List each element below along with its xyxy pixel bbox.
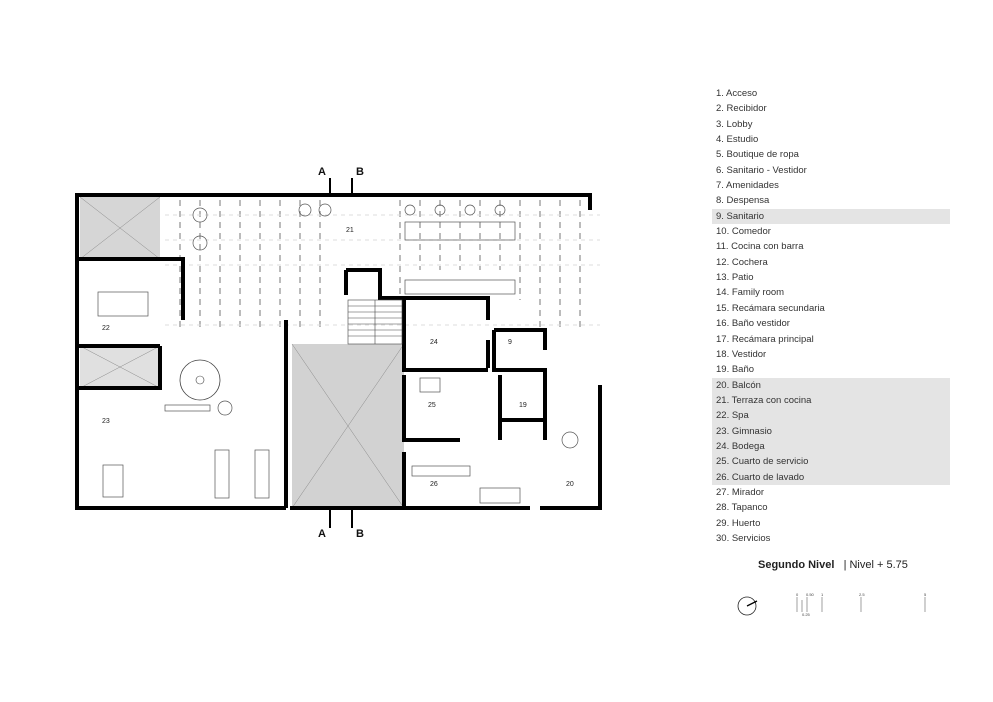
legend-item: 9. Sanitario [712, 208, 950, 225]
furniture [97, 203, 579, 504]
legend-item: 16. Baño vestidor [716, 318, 790, 330]
spiral-stair [179, 359, 221, 401]
legend-item: 17. Recámara principal [716, 333, 814, 345]
north-arrow-icon [737, 596, 757, 616]
legend-item: 28. Tapanco [716, 502, 768, 514]
legend-item: 14. Family room [716, 287, 785, 299]
room-9: 9 [508, 339, 512, 346]
staircase [347, 299, 403, 345]
legend-item: 27. Mirador [716, 486, 765, 498]
legend-item: 23. Gimnasio [712, 423, 950, 439]
legend-item: 21. Terraza con cocina [712, 392, 950, 409]
section-b-bottom: B [356, 528, 364, 540]
legend-item: 6. Sanitario - Vestidor [716, 164, 807, 176]
legend-item: 20. Balcón [712, 377, 950, 393]
section-lines [329, 178, 353, 528]
legend-item: 8. Despensa [716, 195, 770, 207]
legend-item: 29. Huerto [716, 517, 761, 529]
room-23: 23 [102, 418, 110, 425]
room-25: 25 [428, 402, 436, 409]
legend-item: 7. Amenidades [716, 180, 779, 192]
legend-item: 22. Spa [712, 408, 950, 424]
level-name: Segundo Nivel [758, 559, 835, 571]
legend-item: 18. Vestidor [716, 348, 767, 360]
scale-label: 5 [924, 592, 927, 597]
legend-item: 11. Cocina con barra [716, 241, 804, 253]
pergola-grid [179, 200, 581, 330]
legend-item: 10. Comedor [716, 226, 771, 238]
room-21: 21 [346, 227, 354, 234]
legend-item: 12. Cochera [716, 256, 768, 268]
section-a-top: A [318, 166, 326, 178]
scale-label: 0.50 [806, 592, 815, 597]
room-legend: 1. Acceso 2. Recibidor 3. Lobby 4. Estudio 5… [712, 86, 950, 546]
legend-item: 15. Recámara secundaria [716, 302, 825, 314]
legend-item: 25. Cuarto de servicio [712, 454, 950, 470]
scale-label: 1 [821, 592, 824, 597]
scale-label: 0 [796, 592, 799, 597]
room-22: 22 [102, 325, 110, 332]
room-19: 19 [519, 402, 527, 409]
legend-item: 13. Patio [716, 272, 754, 284]
legend-item: 4. Estudio [716, 134, 759, 146]
room-20: 20 [566, 481, 574, 488]
walls [75, 193, 602, 510]
section-b-top: B [356, 166, 364, 178]
scale-bar [796, 597, 926, 612]
legend-item: 24. Bodega [712, 438, 950, 455]
plan-title: Segundo Nivel | Nivel + 5.75 [758, 559, 908, 571]
level-elevation: | Nivel + 5.75 [843, 559, 908, 571]
legend-item: 26. Cuarto de lavado [712, 469, 950, 485]
legend-item: 5. Boutique de ropa [716, 149, 799, 161]
legend-item: 30. Servicios [716, 532, 771, 544]
legend-item: 19. Baño [716, 364, 755, 376]
scale-label: 0.25 [802, 612, 811, 617]
legend-item: 1. Acceso [716, 88, 758, 99]
legend-item: 2. Recibidor [716, 103, 767, 115]
section-a-bottom: A [318, 528, 326, 540]
room-26: 26 [430, 481, 438, 488]
room-24: 24 [430, 339, 438, 346]
scale-label: 2.5 [859, 592, 865, 597]
legend-item: 3. Lobby [716, 118, 753, 130]
